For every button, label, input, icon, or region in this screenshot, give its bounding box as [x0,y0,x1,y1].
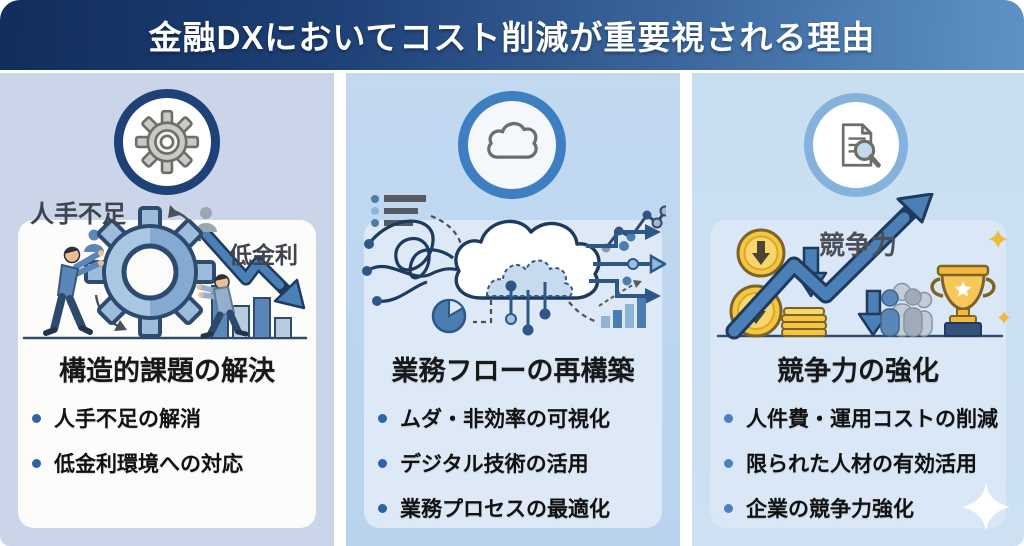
column3-bullets: 人件費・運用コストの削減 限られた人材の有効活用 企業の競争力強化 [710,403,1006,523]
bullet-dot [378,413,387,423]
circuit-connectors [505,280,551,336]
dotted-connector [568,301,598,324]
column1-bullets: 人手不足の解消 低金利環境への対応 [18,403,316,478]
bullet-item: 人件費・運用コストの削減 [724,403,1006,433]
trophy [930,264,996,337]
dotted-connector [473,300,493,324]
bullet-dot [724,413,733,423]
downtrend-arrow [196,224,306,310]
column-structural-issues: 人手不足 低金利 [0,73,334,546]
bullet-dot [32,458,41,468]
coin-stack [781,307,827,337]
bullet-text: 人件費・運用コストの削減 [746,408,998,431]
bullet-dot [724,503,733,513]
gold-sparkles [989,230,1010,324]
small-person-icon-blue [84,229,104,252]
cloud-shape [454,219,601,300]
bullet-text: 業務プロセスの最適化 [400,498,610,521]
bullet-text: 人手不足の解消 [54,408,201,431]
big-gear [84,206,216,338]
page-title: 金融DXにおいてコスト削減が重要視される理由 [148,19,876,56]
cloud-icon [487,122,538,159]
cloud-circle-badge [458,91,566,199]
bullet-text: デジタル技術の活用 [400,453,589,476]
coin-top [736,228,786,278]
label-competitiveness: 競争力 [818,230,897,260]
document-circle-badge [804,93,908,197]
bullet-item: 低金利環境への対応 [32,448,316,478]
person-right [196,274,249,339]
bullet-dot [378,458,387,468]
tangled-lines [362,219,470,306]
people-pushing-gear-illustration [22,205,308,340]
pie-chart [431,298,467,334]
structural-issues-text: 構造的課題の解決 人手不足の解消 低金利環境への対応 [18,349,316,493]
bullet-text: ムダ・非効率の可視化 [400,408,610,431]
bullet-text: 低金利環境への対応 [54,453,243,476]
growth-zigzag-arrow [725,193,934,340]
competitiveness-text: 競争力の強化 人件費・運用コストの削減 限られた人材の有効活用 企業の競争力強化 [710,349,1006,538]
column-competitiveness: 競争力 [692,73,1024,546]
column2-bullets: ムダ・非効率の可視化 デジタル技術の活用 業務プロセスの最適化 [364,403,662,523]
gear-circle-badge [114,89,220,195]
bullet-item: 人手不足の解消 [32,403,316,433]
bullet-dot [724,458,733,468]
bullet-dot [32,413,41,423]
column1-title: 構造的課題の解決 [59,356,275,386]
people-group [880,282,933,337]
label-labor-shortage: 人手不足 [30,201,126,228]
column-workflow-rebuild: 業務フローの再構築 ムダ・非効率の可視化 デジタル技術の活用 業務プロセスの最適… [346,73,680,546]
dotted-connector [430,214,464,249]
mini-bar-chart [598,280,646,328]
bullet-text: 企業の競争力強化 [746,498,914,521]
label-low-interest: 低金利 [229,242,298,268]
bullet-dot [378,503,387,513]
workflow-rebuild-text: 業務フローの再構築 ムダ・非効率の可視化 デジタル技術の活用 業務プロセスの最適… [364,349,662,538]
growth-illustration [716,193,1010,340]
column2-title: 業務フローの再構築 [391,356,635,386]
bullet-item: デジタル技術の活用 [378,448,662,478]
column3-title: 競争力の強化 [777,356,939,386]
bullet-item: 企業の競争力強化 [724,493,1006,523]
gear-icon [134,109,200,175]
bullet-item: 限られた人材の有効活用 [724,448,1006,478]
bullet-item: 業務プロセスの最適化 [378,493,662,523]
output-arrows [586,224,666,304]
bullet-text: 限られた人材の有効活用 [746,453,977,476]
cloud-flow-illustration [362,195,666,336]
person-left [43,246,104,336]
bullet-item: ムダ・非効率の可視化 [378,403,662,433]
header-banner: 金融DXにおいてコスト削減が重要視される理由 [0,0,1024,70]
document-search-icon [841,123,881,168]
white-sparkle-icon [962,483,1010,531]
